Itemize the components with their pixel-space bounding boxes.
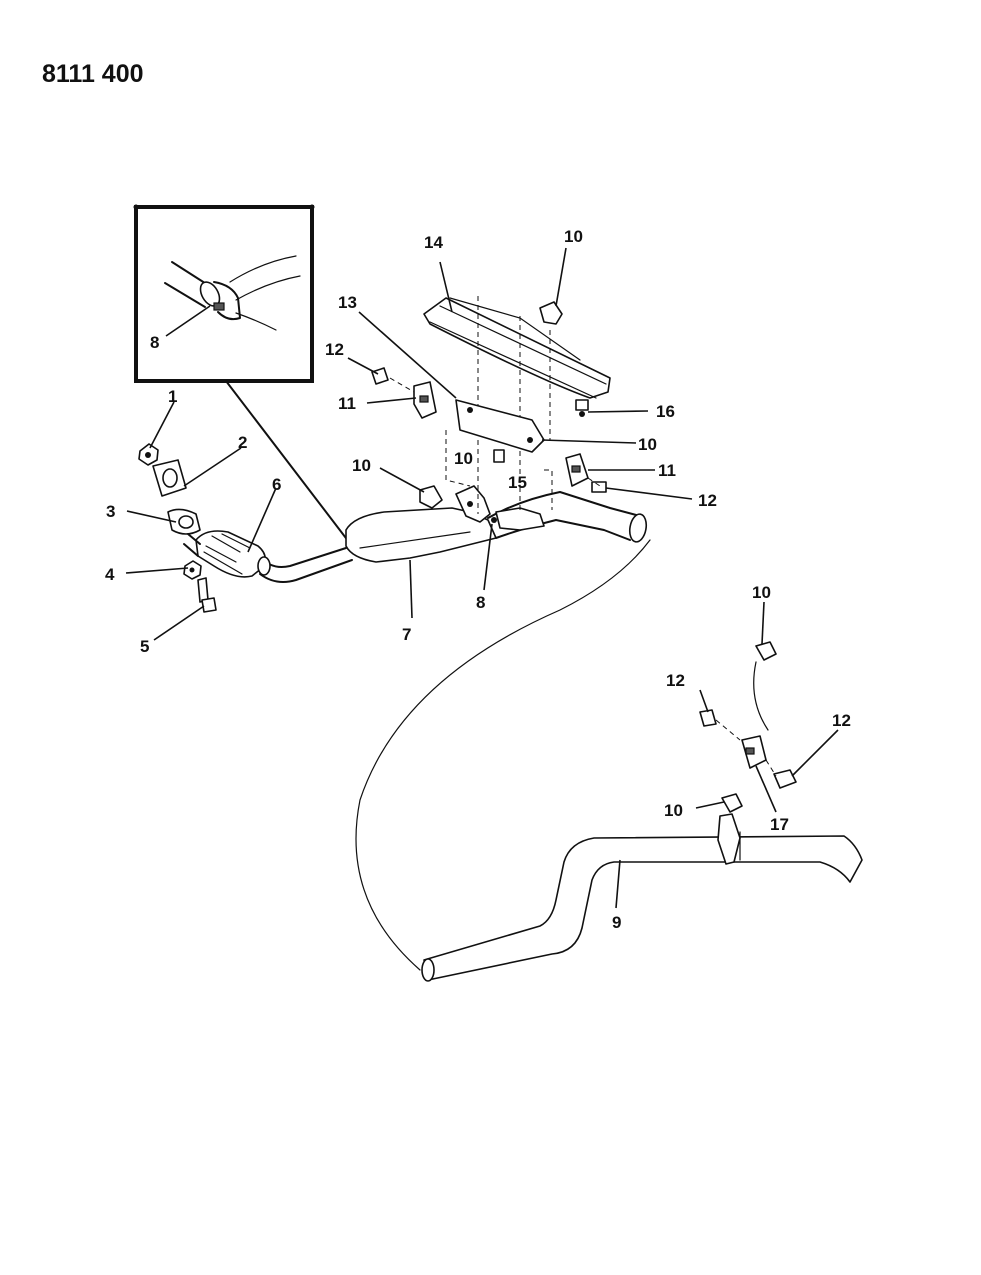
callout-12-left: 12 [325,340,344,359]
callout-5: 5 [140,637,149,656]
callout-1: 1 [168,387,177,406]
inset-leader-line [225,380,353,547]
muffler [345,485,648,563]
callout-10-muffler-hanger: 10 [352,456,371,475]
callout-12-rear-right: 12 [832,711,851,730]
callout-13: 13 [338,293,357,312]
callout-4: 4 [105,565,115,584]
callout-12-rear-left: 12 [666,671,685,690]
callout-11-right: 11 [658,461,676,480]
callout-3: 3 [106,502,115,521]
catalytic-converter [138,443,353,613]
tailpipe-routing-line [355,539,651,971]
callout-16: 16 [656,402,675,421]
callout-10-rear-upper: 10 [752,583,771,602]
callout-8-inset: 8 [150,333,159,352]
leader-lines [125,247,839,909]
callout-10-bracket-left: 10 [454,449,473,468]
callout-labels: 1 2 3 4 5 6 7 8 8 9 10 10 10 10 10 10 11… [105,227,851,932]
callout-2: 2 [238,433,247,452]
callout-15: 15 [508,473,527,492]
callout-11-left: 11 [338,394,356,413]
callout-10-bracket-right: 10 [638,435,657,454]
callout-14: 14 [424,233,443,252]
detail-inset [133,204,315,383]
callout-9: 9 [612,913,621,932]
callout-12-right: 12 [698,491,717,510]
callout-6: 6 [272,475,281,494]
callout-10-rear-lower: 10 [664,801,683,820]
callout-7: 7 [402,625,411,644]
callout-17: 17 [770,815,789,834]
tailpipe [421,641,863,982]
diagram-code: 8111 400 [42,60,144,88]
callout-10-crossmember: 10 [564,227,583,246]
callout-8: 8 [476,593,485,612]
crossmember-bracket [371,296,611,514]
